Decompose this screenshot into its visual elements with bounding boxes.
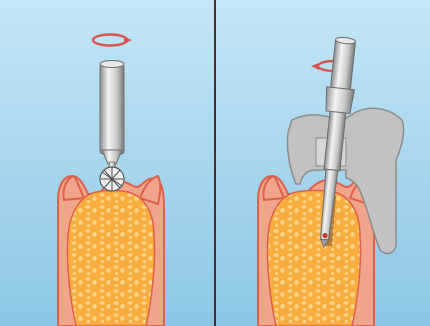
panel-round-bur-svg — [0, 0, 214, 326]
bone-ridge — [267, 191, 360, 326]
panel-drill-guide — [216, 0, 430, 326]
panel-drill-guide-svg — [216, 0, 430, 326]
panel-round-bur — [0, 0, 214, 326]
round-bur — [100, 61, 124, 192]
bone-ridge — [67, 191, 154, 326]
